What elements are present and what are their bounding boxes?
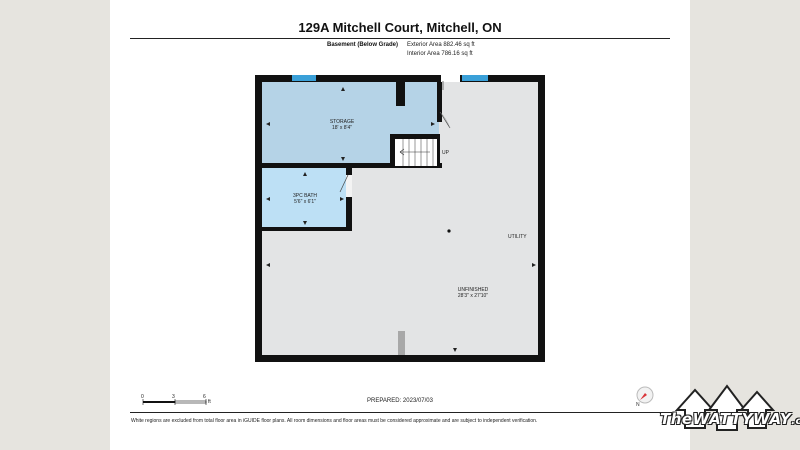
unfinished-dims: 28'3" x 27'10" [458, 293, 488, 299]
window-utility [462, 75, 488, 81]
brand-house-icon [707, 384, 747, 431]
storage-dims: 18' x 8'4" [332, 125, 352, 131]
dim-tick [266, 197, 270, 201]
dim-tick [532, 263, 536, 267]
stairs [395, 139, 437, 166]
scale-label-0: 0 [141, 394, 144, 400]
compass-icon: N [636, 386, 654, 407]
dim-tick [340, 197, 344, 201]
bath-dims: 5'6" x 6'1" [294, 199, 316, 205]
dim-tick [341, 87, 345, 91]
footer-divider [130, 412, 670, 413]
center-marker [447, 229, 451, 233]
unfinished-name: UNFINISHED [458, 287, 489, 293]
bath-door [339, 174, 349, 193]
stairs-label: UP [442, 150, 450, 156]
dim-tick [266, 263, 270, 267]
dim-tick [303, 221, 307, 225]
disclaimer-text: White regions are excluded from total fl… [131, 418, 538, 424]
compass-letter: N [636, 402, 640, 407]
dim-tick [303, 172, 307, 176]
scale-label-3: 3 [172, 394, 175, 400]
bath-wall-right [346, 168, 352, 231]
brand-domain: .ca [791, 416, 800, 427]
storage-door-swing [439, 111, 451, 129]
storage-wall-right [437, 82, 442, 122]
brand-house-icon [674, 388, 716, 429]
storage-name: STORAGE [330, 119, 355, 125]
brand-name: TheWATTYWAY.ca [660, 410, 800, 428]
storage-wall-bottom [262, 163, 442, 168]
scale-bar: 0 3 6 ft [141, 394, 211, 405]
bath-name: 3PC BATH [293, 193, 317, 199]
support-post [398, 331, 405, 355]
dim-tick [453, 348, 457, 352]
prepared-date: PREPARED: 2023/07/03 [367, 398, 433, 404]
dim-tick [341, 157, 345, 161]
bath-door-opening [346, 175, 352, 197]
compass-needle [640, 393, 647, 400]
floor-plan-sheet: 129A Mitchell Court, Mitchell, ON Baseme… [110, 0, 690, 450]
floor-plan: STORAGE 18' x 8'4" 3PC BATH 5'6" x 6'1" … [255, 75, 545, 362]
page-title: 129A Mitchell Court, Mitchell, ON [298, 20, 502, 35]
bath-room [262, 168, 349, 228]
title-divider [130, 38, 670, 39]
scale-segment [143, 401, 175, 403]
storage-door [439, 111, 451, 129]
brand-logo-icon [674, 384, 776, 431]
storage-column [396, 82, 405, 106]
dim-tick [266, 122, 270, 126]
bath-wall-bottom [262, 227, 352, 231]
brand-house-icon [738, 390, 776, 429]
utility-label: UTILITY [508, 234, 527, 240]
stair-arrow [399, 148, 430, 156]
scale-unit: ft [208, 399, 211, 405]
utility-door-opening [441, 75, 460, 82]
window-storage [292, 75, 316, 81]
level-label: Basement (Below Grade) [327, 42, 399, 48]
brand-wordmark: TheWATTYWAY [660, 410, 792, 428]
interior-area: Interior Area 786.16 sq ft [407, 51, 473, 57]
exterior-area: Exterior Area 882.46 sq ft [407, 42, 475, 48]
scale-label-6: 6 [203, 394, 206, 400]
dim-tick [431, 122, 435, 126]
